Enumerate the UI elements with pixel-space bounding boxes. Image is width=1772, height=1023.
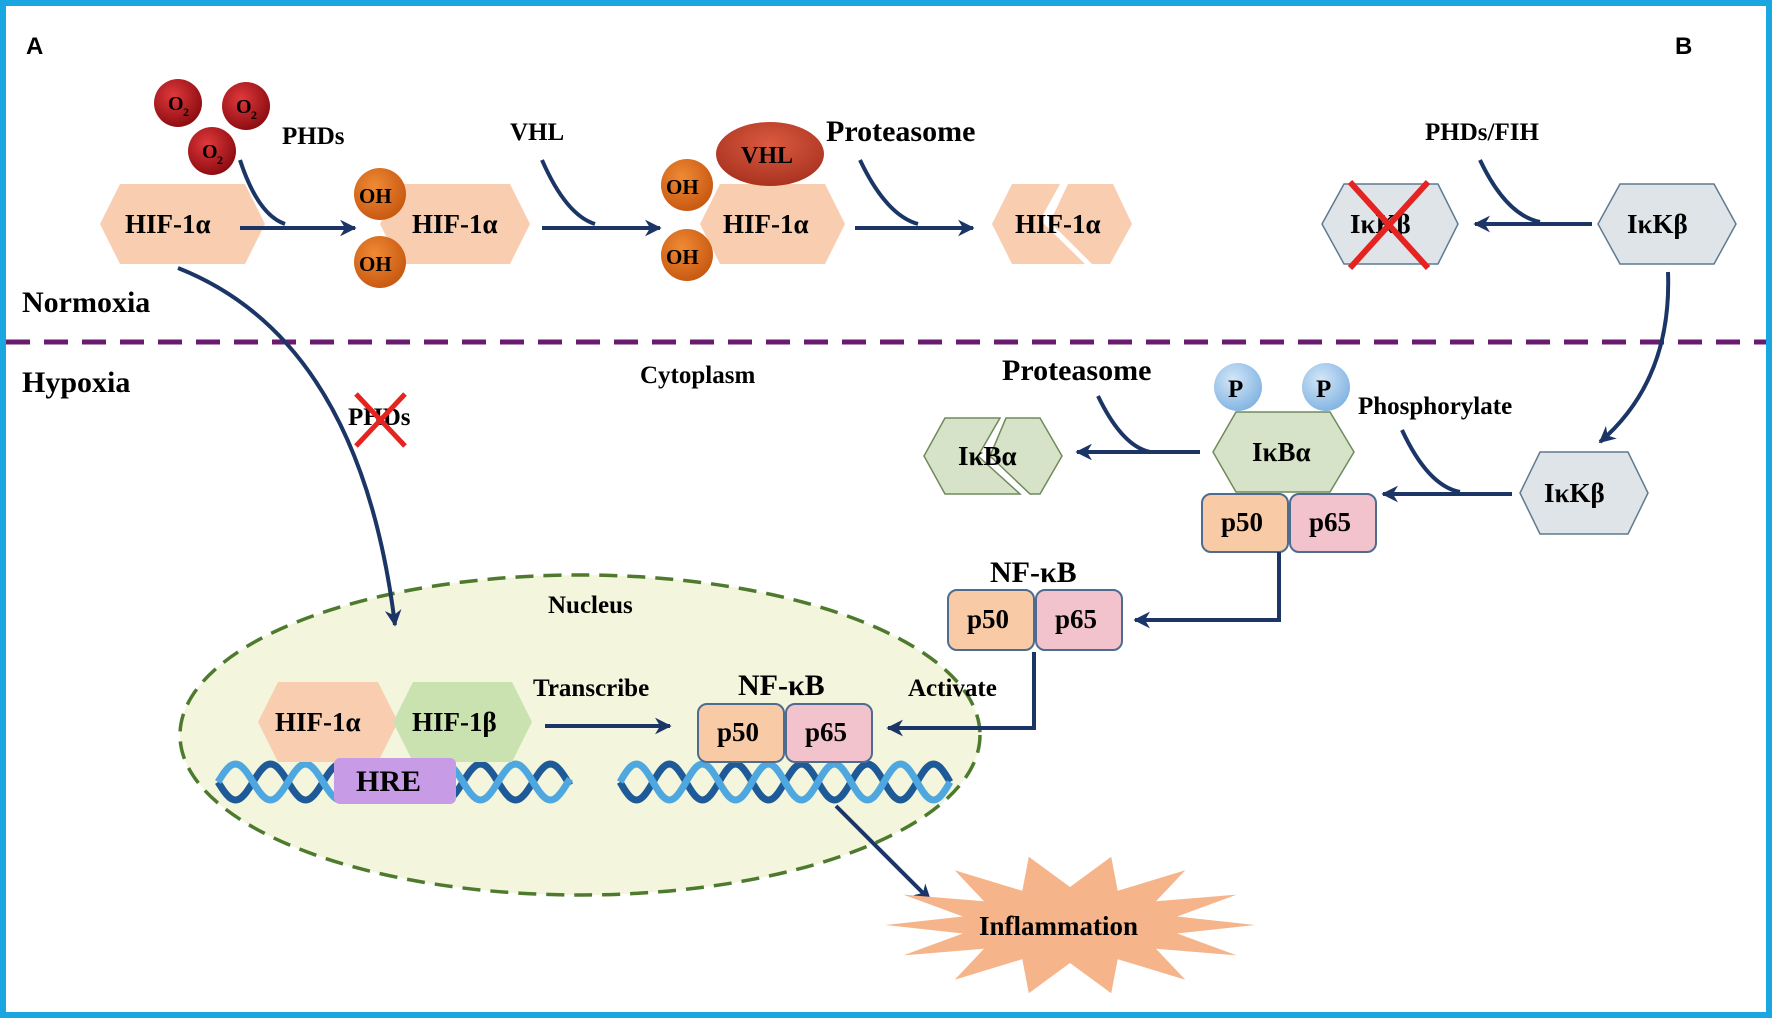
- p50-subunit: [697, 703, 785, 763]
- hydroxyl-group: OH: [354, 168, 406, 220]
- p65-subunit: [1289, 493, 1377, 553]
- phosphate-group: P: [1302, 363, 1350, 411]
- activate-label: Activate: [908, 675, 997, 702]
- cytoplasm-label: Cytoplasm: [640, 362, 755, 389]
- activate-arrow: [886, 652, 1036, 737]
- hydroxyl-group: OH: [661, 229, 713, 281]
- ikkb-label: IκKβ: [1627, 209, 1688, 239]
- oxygen-molecule: O 2: [222, 82, 270, 130]
- vhl-protein-label: VHL: [741, 143, 793, 169]
- degraded-hif1a-label: HIF-1α: [1015, 209, 1101, 239]
- svg-text:P: P: [1228, 376, 1243, 403]
- vhl-arrow-label: VHL: [510, 119, 564, 146]
- inhibition-cross-icon: [354, 392, 407, 448]
- hif1a-label: HIF-1α: [275, 707, 361, 737]
- inflammation-arrow: [834, 804, 932, 902]
- oxygen-molecule: O 2: [154, 79, 202, 127]
- p65-subunit: [785, 703, 873, 763]
- p50-subunit: [947, 589, 1035, 651]
- degraded-hif1a: HIF-1α: [992, 184, 1132, 264]
- p50-label: p50: [967, 604, 1009, 634]
- ikba-label: IκBα: [1252, 437, 1311, 467]
- phds-label: PHDs: [282, 123, 345, 150]
- ikkb-hexagon: [1519, 451, 1649, 535]
- vhl-binding-arrow: [540, 159, 596, 226]
- hif1a-hexagon: [258, 682, 398, 762]
- p65-label: p65: [1055, 604, 1097, 634]
- nucleus: [178, 573, 982, 897]
- nfkb-release-arrow: [1133, 552, 1281, 629]
- svg-text:OH: OH: [666, 245, 699, 269]
- degradation-arrow: [858, 159, 919, 226]
- transcribe-label: Transcribe: [533, 675, 649, 702]
- normoxia-label: Normoxia: [22, 286, 150, 319]
- hydroxyl-group: OH: [661, 159, 713, 211]
- hre-label: HRE: [356, 765, 421, 798]
- svg-text:O: O: [168, 93, 184, 115]
- phosphorylate-label: Phosphorylate: [1358, 393, 1512, 420]
- hre-element: [334, 758, 456, 804]
- ikkb-label: IκKβ: [1544, 478, 1605, 508]
- svg-text:2: 2: [183, 105, 189, 119]
- hif1a-stabilization-arrow: [177, 266, 402, 627]
- svg-text:O: O: [236, 96, 252, 118]
- p65-label: p65: [1309, 507, 1351, 537]
- hypoxia-label: Hypoxia: [22, 366, 130, 399]
- phds-fih-arrow: [1478, 159, 1541, 224]
- nfkb-dna-label: NF-κB: [738, 669, 825, 702]
- phosphorylation-arrow: [1400, 429, 1461, 494]
- dna-helix: [616, 760, 954, 804]
- vhl-protein: [716, 122, 824, 186]
- hif1a-hexagon: [380, 184, 530, 264]
- panel-a-label: A: [26, 33, 43, 60]
- hif1a-label: HIF-1α: [412, 209, 498, 239]
- hydroxylation-arrow: [238, 159, 286, 226]
- inhibition-cross-icon: [1347, 179, 1431, 271]
- p50-subunit: [1201, 493, 1289, 553]
- svg-text:2: 2: [217, 153, 223, 167]
- hif1a-hexagon: [700, 184, 845, 264]
- svg-text:OH: OH: [359, 184, 392, 208]
- hif1b-label: HIF-1β: [412, 707, 497, 737]
- hif1a-label: HIF-1α: [723, 209, 809, 239]
- hydroxyl-group: OH: [354, 236, 406, 288]
- degraded-ikba: IκBα: [923, 417, 1063, 495]
- oxygen-molecule: O 2: [188, 127, 236, 175]
- svg-text:P: P: [1316, 376, 1331, 403]
- inflammation-label: Inflammation: [979, 911, 1138, 941]
- dna-strand: [616, 760, 954, 804]
- hif1a-label: HIF-1α: [125, 209, 211, 239]
- panel-b-label: B: [1675, 33, 1692, 60]
- p65-label: p65: [805, 717, 847, 747]
- degraded-ikba-label: IκBα: [958, 441, 1017, 471]
- phds-fih-label: PHDs/FIH: [1425, 119, 1539, 146]
- hif1a-hexagon: [100, 184, 265, 264]
- proteasome-label: Proteasome: [826, 115, 975, 148]
- p65-subunit: [1035, 589, 1123, 651]
- ikba-hexagon: [1212, 411, 1355, 493]
- inflammation-burst: [885, 856, 1255, 994]
- svg-text:O: O: [202, 141, 218, 163]
- hif1b-hexagon: [393, 682, 532, 762]
- nfkb-label: NF-κB: [990, 556, 1077, 589]
- ikkb-hexagon: [1597, 183, 1737, 265]
- p50-label: p50: [717, 717, 759, 747]
- nucleus-label: Nucleus: [548, 592, 633, 619]
- phosphate-group: P: [1214, 363, 1262, 411]
- svg-text:OH: OH: [359, 252, 392, 276]
- p50-label: p50: [1221, 507, 1263, 537]
- svg-text:2: 2: [251, 108, 257, 122]
- proteasome-ikba-label: Proteasome: [1002, 354, 1151, 387]
- svg-text:OH: OH: [666, 175, 699, 199]
- ikkb-translocation-arrow: [1598, 271, 1671, 444]
